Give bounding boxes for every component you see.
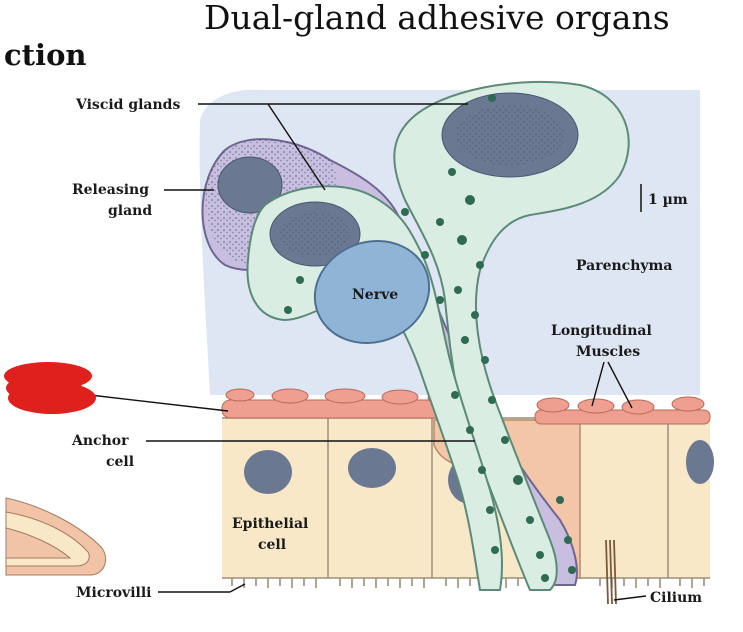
viscid-gland-lower [246,185,503,591]
label-anchor-cell-line1: Anchor [71,433,129,449]
label-epithelial-cell-line2: cell [258,537,286,553]
section-heading-fragment: ction [4,38,87,72]
label-longitudinal-muscles-line1: Longitudinal [551,323,652,339]
redaction-mark [4,362,96,414]
epithelial-nucleus [244,450,292,494]
inset-thumbnail [5,497,106,576]
label-epithelial-cell-line1: Epithelial [232,516,308,532]
label-microvilli: Microvilli [76,585,151,601]
label-cilium: Cilium [650,590,702,606]
scale-bar-label: 1 µm [648,192,688,208]
nerve [313,239,431,345]
microvilli [231,578,705,588]
epithelial-nucleus [348,448,396,488]
viscid-lower-chromatin [280,212,350,256]
label-viscid-glands: Viscid glands [75,97,180,113]
releasing-gland-nucleus [217,156,283,214]
muscle-layer-right [534,396,711,425]
viscid-granules [284,94,576,582]
leader-lines [89,103,647,601]
label-releasing-gland-line2: gland [108,203,152,219]
label-releasing-gland-line1: Releasing [72,182,149,198]
label-parenchyma: Parenchyma [576,258,672,274]
label-longitudinal-muscles-line2: Muscles [576,344,640,360]
label-anchor-cell-line2: cell [106,454,134,470]
viscid-chromatin [455,105,565,165]
page-title: Dual-gland adhesive organs [204,0,670,37]
viscid-gland-upper [393,80,630,591]
label-nerve: Nerve [352,287,398,303]
cilium [605,539,617,605]
epithelial-nucleus [686,440,714,484]
